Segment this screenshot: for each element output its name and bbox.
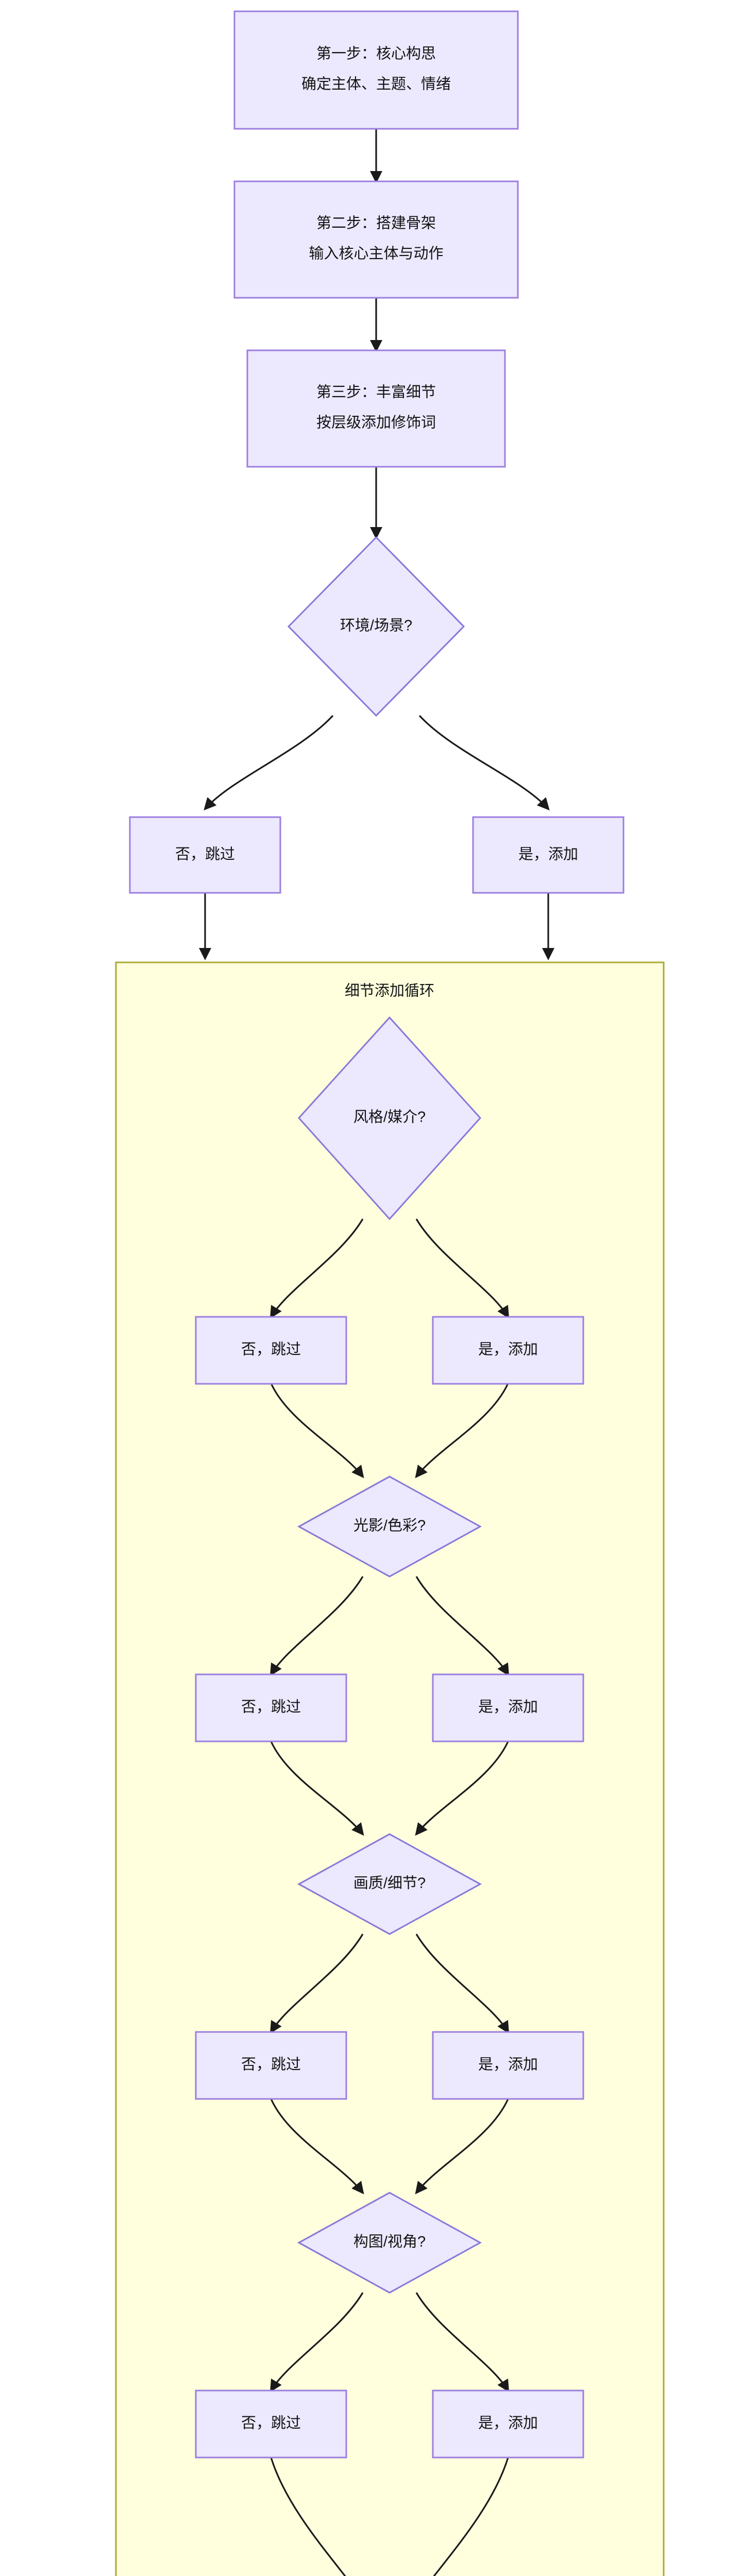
edge-light-yes (415, 1576, 510, 1676)
node-compose-no[interactable]: 否，跳过 (195, 2389, 347, 2459)
node-env-yes[interactable]: 是，添加 (472, 816, 625, 894)
node-compose-yes[interactable]: 是，添加 (432, 2389, 584, 2459)
cluster-detail-loop: 细节添加循环 (115, 961, 665, 2576)
node-step3-line1: 第三步：丰富细节 (316, 384, 436, 401)
edge-env-yes (418, 715, 550, 810)
node-step3-line2: 按层级添加修饰词 (316, 414, 436, 431)
node-env-no[interactable]: 否，跳过 (129, 816, 281, 894)
node-light-no-label: 否，跳过 (241, 1699, 301, 1716)
node-style-no[interactable]: 否，跳过 (195, 1316, 347, 1385)
edge-light-no-quality (270, 1741, 364, 1836)
node-step1[interactable]: 第一步：核心构思 确定主体、主题、情绪 (233, 10, 519, 130)
node-step2-line2: 输入核心主体与动作 (309, 245, 443, 262)
node-quality-yes[interactable]: 是，添加 (432, 2031, 584, 2100)
node-step3[interactable]: 第三步：丰富细节 按层级添加修饰词 (246, 349, 506, 468)
edge-env-no (204, 715, 334, 810)
node-decision-quality-label: 画质/细节? (353, 1875, 426, 1892)
edge-compose-no-draft (270, 2457, 346, 2576)
edge-compose-no (269, 2292, 364, 2393)
node-light-yes-label: 是，添加 (478, 1699, 538, 1716)
node-compose-yes-label: 是，添加 (478, 2415, 538, 2432)
edge-light-yes-quality (415, 1741, 509, 1836)
edge-compose-yes-draft (433, 2457, 509, 2576)
edge-quality-yes-compose (415, 2098, 509, 2195)
edge-style-no (269, 1218, 364, 1319)
edge-style-yes (415, 1218, 510, 1319)
edge-quality-yes (415, 1934, 510, 2034)
node-quality-no[interactable]: 否，跳过 (195, 2031, 347, 2100)
node-light-no[interactable]: 否，跳过 (195, 1673, 347, 1742)
edge-quality-no (269, 1934, 364, 2034)
node-light-yes[interactable]: 是，添加 (432, 1673, 584, 1742)
node-decision-composition[interactable]: 构图/视角? (297, 2192, 482, 2294)
node-style-no-label: 否，跳过 (241, 1341, 301, 1358)
node-step2-line1: 第二步：搭建骨架 (316, 215, 436, 232)
node-decision-style[interactable]: 风格/媒介? (297, 1016, 482, 1221)
node-quality-no-label: 否，跳过 (241, 2056, 301, 2073)
node-decision-lighting[interactable]: 光影/色彩? (297, 1476, 482, 1578)
edge-style-yes-light (415, 1383, 509, 1479)
node-decision-environment[interactable]: 环境/场景? (287, 536, 465, 717)
edge-layer (199, 129, 554, 2576)
node-decision-composition-label: 构图/视角? (353, 2233, 426, 2250)
node-step2[interactable]: 第二步：搭建骨架 输入核心主体与动作 (233, 180, 519, 299)
cluster-label: 细节添加循环 (345, 982, 434, 999)
node-decision-lighting-label: 光影/色彩? (353, 1517, 426, 1534)
node-step1-line1: 第一步：核心构思 (316, 45, 436, 62)
node-style-yes[interactable]: 是，添加 (432, 1316, 584, 1385)
node-compose-no-label: 否，跳过 (241, 2415, 301, 2432)
node-env-no-label: 否，跳过 (175, 846, 235, 863)
node-env-yes-label: 是，添加 (518, 846, 578, 863)
edge-compose-yes (415, 2292, 510, 2393)
node-style-yes-label: 是，添加 (478, 1341, 538, 1358)
node-step1-line2: 确定主体、主题、情绪 (301, 76, 451, 93)
node-decision-quality[interactable]: 画质/细节? (297, 1833, 482, 1935)
node-quality-yes-label: 是，添加 (478, 2056, 538, 2073)
node-decision-environment-label: 环境/场景? (340, 617, 412, 634)
edge-style-no-light (270, 1383, 364, 1479)
node-decision-style-label: 风格/媒介? (353, 1109, 426, 1126)
edge-light-no (269, 1576, 364, 1676)
edge-quality-no-compose (270, 2098, 364, 2195)
